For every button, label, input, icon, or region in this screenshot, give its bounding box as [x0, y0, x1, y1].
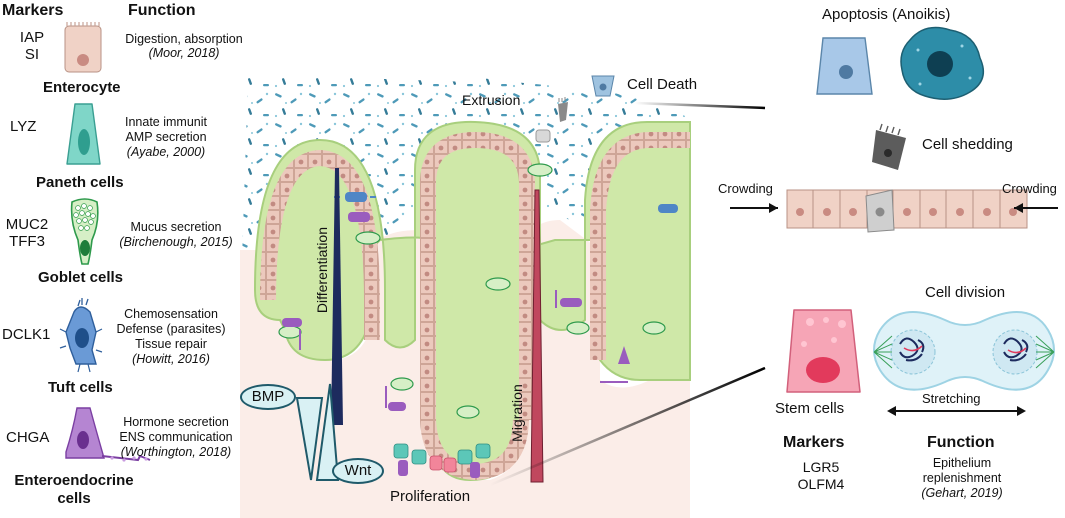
function-header: Function [128, 2, 196, 19]
cell-death-label: Cell Death [627, 76, 698, 93]
paneth-name: Paneth cells [36, 174, 124, 191]
enterocyte-function: Digestion, absorption [125, 32, 243, 46]
villus-enteroendocrine-cell-3 [555, 290, 582, 308]
stem-cells-label: Stem cells [775, 400, 845, 417]
enteroendocrine-markers: CHGA [6, 429, 50, 446]
goblet-name: Goblet cells [38, 269, 124, 286]
villus-goblet-cell-3 [527, 163, 553, 177]
paneth-reference: (Ayabe, 2000) [126, 145, 206, 159]
markers-header: Markers [2, 2, 64, 19]
stem-cell-connector [489, 366, 766, 487]
stem-function-header: Function [927, 434, 995, 451]
villus-goblet-cell-8 [456, 405, 480, 419]
tuft-markers: DCLK1 [2, 326, 51, 343]
anoikis-cell-icon [900, 26, 985, 100]
tuft-name: Tuft cells [48, 379, 113, 396]
enterocyte-name: Enterocyte [43, 79, 121, 96]
goblet-reference: (Birchenough, 2015) [119, 235, 233, 249]
enterocyte-cell-icon [64, 22, 102, 73]
goblet-function: Mucus secretion [130, 220, 222, 234]
villus-goblet-cell-6 [642, 321, 666, 335]
villus-goblet-cell-2 [278, 325, 302, 339]
apoptotic-cell-icon [816, 37, 873, 95]
extruded-cell-icon [558, 97, 568, 122]
crowding-right-label: Crowding [1002, 181, 1057, 196]
goblet-cell-icon [70, 198, 99, 265]
cell-death-icon [591, 75, 615, 97]
extrusion-label: Extrusion [462, 92, 521, 108]
cell-shedding-label: Cell shedding [922, 136, 1013, 153]
migration-label: Migration [508, 384, 525, 442]
villus-extruding-cell [535, 129, 551, 143]
stem-function: Epithelium replenishment [922, 456, 1002, 485]
bmp-label: BMP [240, 384, 296, 410]
epithelial-cell-row [786, 189, 1028, 233]
enteroendocrine-function: Hormone secretion ENS communication [119, 415, 233, 444]
villus-tuft-cell-2 [658, 204, 678, 213]
stretching-label: Stretching [922, 391, 981, 406]
enterocyte-reference: (Moor, 2018) [148, 46, 220, 60]
stem-markers-header: Markers [783, 434, 845, 451]
tuft-reference: (Howitt, 2016) [132, 352, 210, 366]
tuft-function: Chemosensation Defense (parasites) Tissu… [116, 307, 226, 351]
shedding-cell-icon [872, 123, 906, 170]
villus-enteroendocrine-cell-5 [385, 386, 406, 411]
cell-death-connector [634, 101, 766, 110]
cell-division-label: Cell division [925, 284, 1006, 301]
stem-markers: LGR5 OLFM4 [797, 459, 845, 492]
bmp-gradient-triangle [295, 397, 324, 481]
villus-goblet-cell-7 [390, 377, 414, 391]
migration-bar [530, 189, 544, 483]
paneth-cell-icon [66, 103, 101, 165]
villus-goblet-cell-5 [566, 321, 590, 335]
crowding-left-label: Crowding [718, 181, 773, 196]
crypt-base-stem-cells [393, 443, 491, 478]
tuft-cell-icon [59, 298, 103, 373]
apoptosis-label: Apoptosis (Anoikis) [822, 6, 951, 23]
differentiation-bar [331, 168, 343, 425]
differentiation-label: Differentiation [313, 226, 330, 314]
villus-enteroendocrine-cell-2 [282, 318, 302, 350]
dividing-cell-icon [873, 311, 1055, 391]
enteroendocrine-cell-icon [65, 407, 151, 462]
stem-cell-icon [786, 309, 861, 393]
enteroendocrine-reference: (Worthington, 2018) [120, 445, 232, 459]
paneth-markers: LYZ [10, 118, 37, 135]
villus-enteroendocrine-cell [348, 212, 370, 222]
wnt-label: Wnt [332, 458, 384, 484]
villus-goblet-cell-4 [485, 277, 511, 291]
proliferation-label: Proliferation [390, 488, 471, 505]
villus-goblet-cell [355, 231, 381, 245]
wnt-gradient-triangle [315, 383, 340, 481]
villus-enteroendocrine-cell-4 [600, 346, 630, 383]
paneth-function: Innate immunit AMP secretion [125, 115, 207, 144]
enterocyte-markers: IAP SI [19, 29, 45, 63]
goblet-markers: MUC2 TFF3 [5, 216, 49, 250]
stem-reference: (Gehart, 2019) [921, 486, 1003, 500]
enteroendocrine-name: Enteroendocrine cells [14, 472, 134, 507]
